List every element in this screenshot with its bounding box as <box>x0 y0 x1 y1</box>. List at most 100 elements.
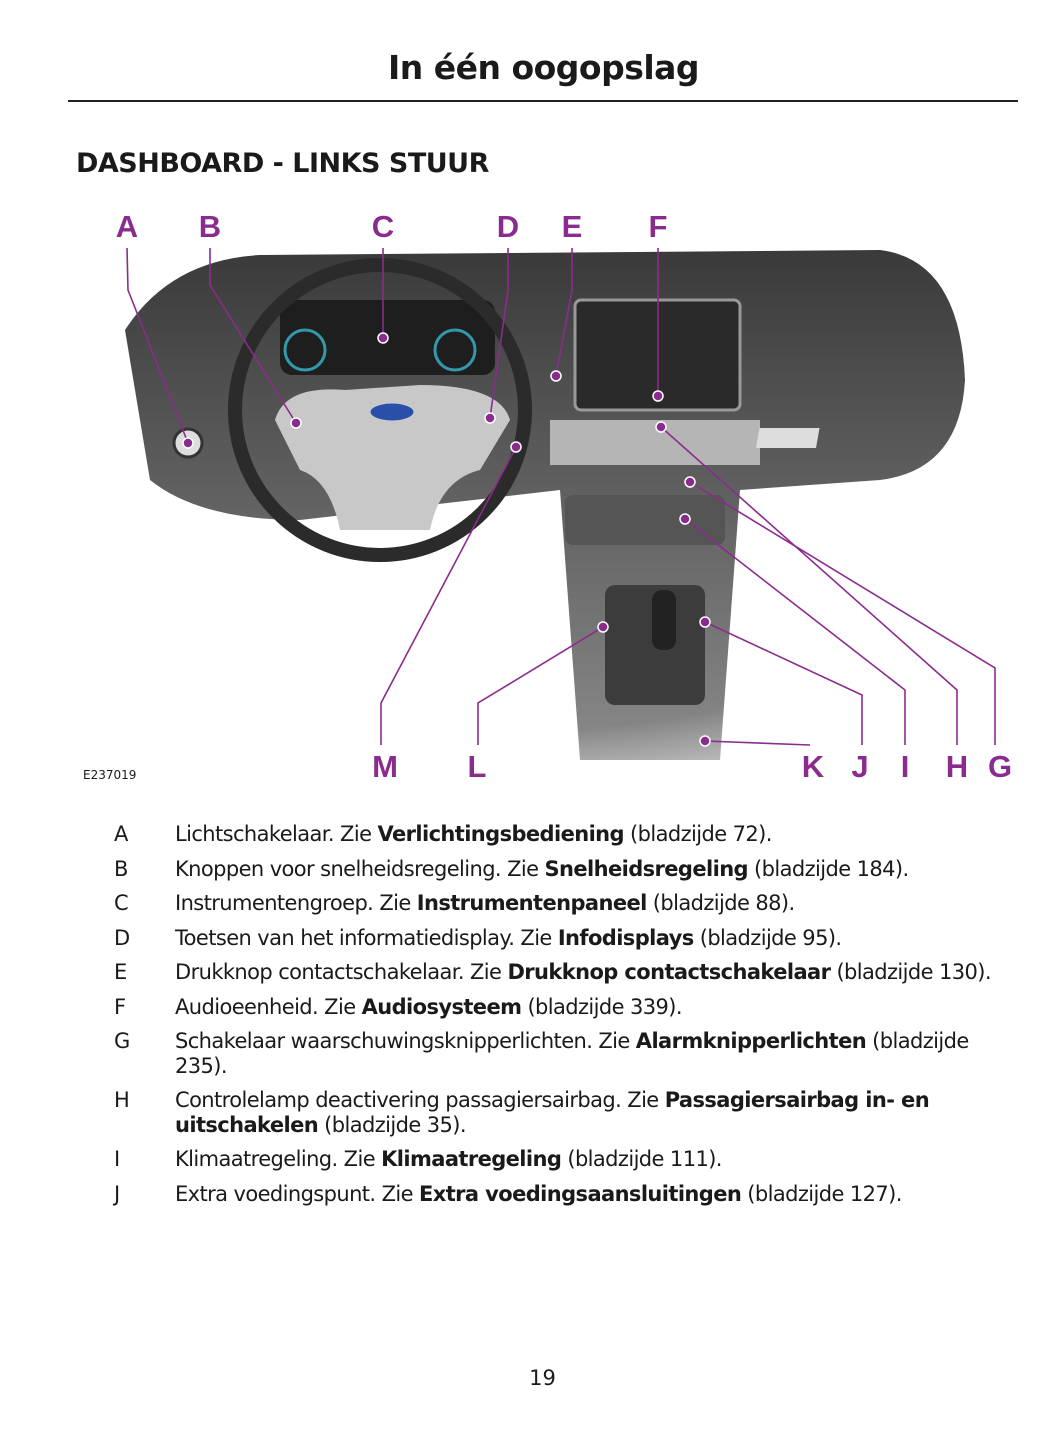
callout-dot-l <box>597 621 609 633</box>
section-heading: DASHBOARD - LINKS STUUR <box>76 148 489 179</box>
legend-item: G Schakelaar waarschuwingsknipperlichten… <box>0 1029 1055 1078</box>
item-page: (bladzijde 111). <box>561 1147 722 1171</box>
callout-label-g: G <box>988 749 1012 784</box>
item-reference-link[interactable]: Drukknop contactschakelaar <box>507 960 831 984</box>
item-reference-link[interactable]: Snelheidsregeling <box>544 856 748 881</box>
callout-label-h: H <box>946 749 968 784</box>
item-description: Toetsen van het informatiedisplay. Zie <box>175 925 558 950</box>
figure-id: E237019 <box>83 768 137 782</box>
item-reference-link[interactable]: Alarmknipperlichten <box>635 1029 867 1053</box>
legend-item: E Drukknop contactschakelaar. Zie Drukkn… <box>0 960 1055 985</box>
item-text: Controlelamp deactivering passagiersairb… <box>175 1088 1015 1137</box>
callout-line-d <box>489 248 509 419</box>
item-description: Knoppen voor snelheidsregeling. Zie <box>175 856 545 881</box>
callout-dot-e <box>550 370 562 382</box>
item-letter: H <box>114 1088 130 1112</box>
item-page: (bladzijde 72). <box>623 822 772 846</box>
item-reference-link[interactable]: Passagiersairbag in- en uitschakelen <box>175 1088 930 1137</box>
title-divider <box>68 100 1018 102</box>
dashboard-illustration: A B C D E F GH IJK L M <box>60 195 1050 795</box>
callout-line-h <box>660 426 958 745</box>
item-description: Controlelamp deactivering passagiersairb… <box>175 1088 665 1112</box>
item-letter: E <box>114 960 127 984</box>
callout-dot-g <box>684 476 696 488</box>
callout-line-a <box>126 247 189 444</box>
item-description: Audioeenheid. Zie <box>175 994 362 1019</box>
callout-dot-a <box>182 437 194 449</box>
item-text: Audioeenheid. Zie Audiosysteem (bladzijd… <box>175 995 1015 1020</box>
item-text: Instrumentengroep. Zie Instrumentenpanee… <box>175 891 1015 916</box>
callout-dot-m <box>510 441 522 453</box>
item-page: (bladzijde 235). <box>175 1029 969 1078</box>
item-reference-link[interactable]: Audiosysteem <box>361 994 522 1019</box>
item-text: Extra voedingspunt. Zie Extra voedingsaa… <box>175 1182 1015 1207</box>
item-page: (bladzijde 130). <box>830 960 991 984</box>
callout-dot-k <box>699 735 711 747</box>
page-number: 19 <box>529 1366 556 1390</box>
item-text: Drukknop contactschakelaar. Zie Drukknop… <box>175 960 1015 985</box>
callout-label-d: D <box>497 209 519 244</box>
callout-line-e <box>555 248 573 377</box>
item-page: (bladzijde 339). <box>521 994 682 1019</box>
legend-item: A Lichtschakelaar. Zie Verlichtingsbedie… <box>0 822 1055 847</box>
item-text: Schakelaar waarschuwingsknipperlichten. … <box>175 1029 1015 1078</box>
callout-label-a: A <box>116 209 138 244</box>
item-letter: C <box>114 891 129 915</box>
item-text: Lichtschakelaar. Zie Verlichtingsbedieni… <box>175 822 1015 847</box>
item-text: Knoppen voor snelheidsregeling. Zie Snel… <box>175 857 1015 882</box>
callout-label-j: J <box>851 749 868 784</box>
item-reference-link[interactable]: Verlichtingsbediening <box>377 822 624 846</box>
callout-dot-f <box>652 390 664 402</box>
item-letter: D <box>114 925 130 950</box>
item-page: (bladzijde 184). <box>747 856 909 881</box>
item-page: (bladzijde 88). <box>646 891 795 915</box>
callout-label-b: B <box>199 209 221 244</box>
callout-line-m <box>380 446 517 745</box>
item-reference-link[interactable]: Infodisplays <box>557 925 694 950</box>
callout-line-k <box>704 740 811 746</box>
item-text: Klimaatregeling. Zie Klimaatregeling (bl… <box>175 1147 1015 1172</box>
callout-label-c: C <box>372 209 394 244</box>
legend-item: I Klimaatregeling. Zie Klimaatregeling (… <box>0 1147 1055 1172</box>
item-description: Klimaatregeling. Zie <box>175 1147 382 1171</box>
legend-item: B Knoppen voor snelheidsregeling. Zie Sn… <box>0 857 1055 882</box>
item-reference-link[interactable]: Klimaatregeling <box>381 1147 562 1171</box>
callout-dot-i <box>679 513 691 525</box>
callout-dot-d <box>484 412 496 424</box>
dashboard-shape <box>60 195 1050 795</box>
legend-item: F Audioeenheid. Zie Audiosysteem (bladzi… <box>0 995 1055 1020</box>
legend-item: H Controlelamp deactivering passagiersai… <box>0 1088 1055 1137</box>
item-description: Drukknop contactschakelaar. Zie <box>175 960 508 984</box>
callout-line-i <box>684 518 906 745</box>
item-letter: J <box>114 1181 120 1206</box>
callout-label-m: M <box>372 749 398 784</box>
item-letter: G <box>114 1029 130 1053</box>
callout-label-l: L <box>468 749 487 784</box>
page-title: In één oogopslag <box>387 48 700 87</box>
item-letter: B <box>114 856 128 881</box>
item-letter: A <box>114 822 128 846</box>
item-page: (bladzijde 95). <box>693 925 842 950</box>
callout-dot-c <box>377 332 389 344</box>
item-letter: I <box>114 1147 120 1171</box>
callout-line-b <box>209 248 297 424</box>
item-page: (bladzijde 127). <box>741 1181 902 1206</box>
item-description: Instrumentengroep. Zie <box>175 891 417 915</box>
legend-list: A Lichtschakelaar. Zie Verlichtingsbedie… <box>0 822 1055 1216</box>
legend-item: J Extra voedingspunt. Zie Extra voedings… <box>0 1182 1055 1207</box>
callout-line-j <box>704 621 863 745</box>
callout-label-k: K <box>802 749 825 784</box>
item-letter: F <box>114 994 126 1019</box>
item-description: Schakelaar waarschuwingsknipperlichten. … <box>175 1029 636 1053</box>
item-text: Toetsen van het informatiedisplay. Zie I… <box>175 926 1015 951</box>
callout-label-i: I <box>901 749 910 784</box>
item-reference-link[interactable]: Instrumentenpaneel <box>416 891 648 915</box>
legend-item: D Toetsen van het informatiedisplay. Zie… <box>0 926 1055 951</box>
item-description: Lichtschakelaar. Zie <box>175 822 378 846</box>
callout-dot-j <box>699 616 711 628</box>
item-reference-link[interactable]: Extra voedingsaansluitingen <box>419 1181 742 1206</box>
callout-label-f: F <box>649 209 668 244</box>
callout-dot-h <box>655 421 667 433</box>
callout-dot-b <box>290 417 302 429</box>
callout-label-e: E <box>562 209 583 244</box>
